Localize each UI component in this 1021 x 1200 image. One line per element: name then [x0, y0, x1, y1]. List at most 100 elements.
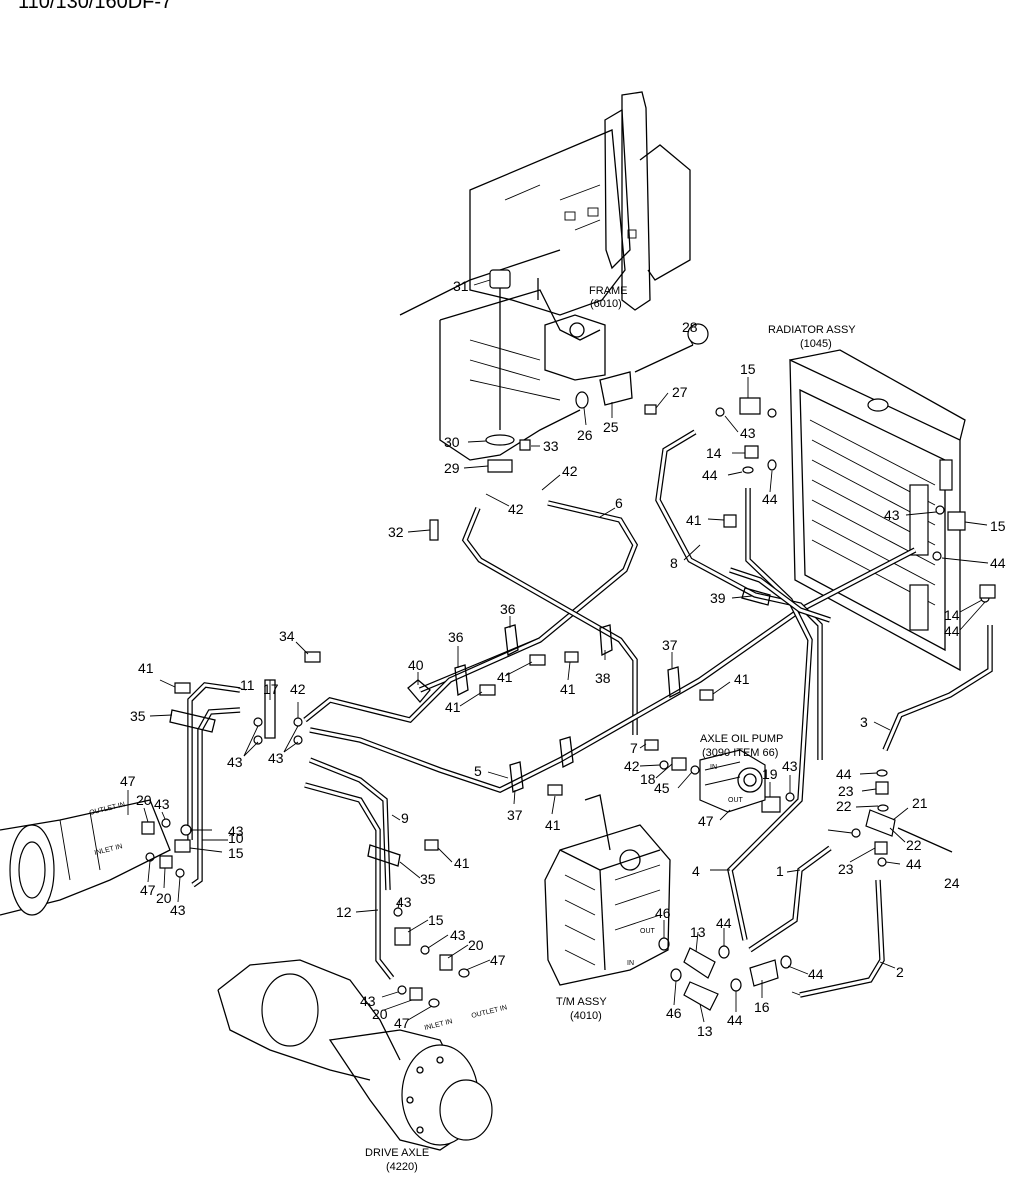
callout-41a: 41: [686, 512, 702, 528]
callout-24: 24: [944, 875, 960, 891]
left-inlet-label: INLET IN: [94, 843, 123, 857]
filler-assembly: [429, 269, 709, 541]
callout-43j: 43: [450, 927, 466, 943]
callout-31: 31: [453, 278, 469, 294]
callout-41b: 41: [497, 669, 513, 685]
callout-41g: 41: [545, 817, 561, 833]
callout-23b: 23: [838, 861, 854, 877]
callout-7: 7: [630, 740, 638, 756]
callout-13a: 13: [690, 924, 706, 940]
callout-47c: 47: [140, 882, 156, 898]
frame-label: FRAME: [589, 285, 628, 297]
callout-44b: 44: [762, 491, 778, 507]
callout-43c: 43: [227, 754, 243, 770]
drive-axle-drawing: [217, 959, 493, 1151]
callout-44d: 44: [944, 623, 960, 639]
callout-34: 34: [279, 628, 295, 644]
callout-15c: 15: [228, 845, 244, 861]
callout-20d: 20: [372, 1006, 388, 1022]
callout-41f: 41: [138, 660, 154, 676]
callout-22a: 22: [836, 798, 852, 814]
callout-11: 11: [240, 677, 255, 693]
callout-13b: 13: [697, 1023, 713, 1039]
callout-43h: 43: [170, 902, 186, 918]
callout-42c: 42: [290, 681, 306, 697]
callout-39: 39: [710, 590, 726, 606]
callout-43a: 43: [740, 425, 756, 441]
transmission-drawing: [544, 794, 671, 986]
frame-code: (6010): [590, 298, 622, 310]
callout-44f: 44: [906, 856, 922, 872]
drive-axle-code: (4220): [386, 1161, 418, 1173]
tm-code: (4010): [570, 1010, 602, 1022]
drive-axle-label: DRIVE AXLE: [365, 1147, 429, 1159]
radiator-code: (1045): [800, 338, 832, 350]
callout-16: 16: [754, 999, 770, 1015]
callout-36a: 36: [500, 601, 516, 617]
tm-label: T/M ASSY: [556, 996, 607, 1008]
callout-42a: 42: [562, 463, 578, 479]
callout-19: 19: [762, 766, 778, 782]
axle-pump-code: (3090 ITEM 66): [702, 747, 778, 759]
callout-20b: 20: [156, 890, 172, 906]
callout-44e: 44: [836, 766, 852, 782]
callout-15d: 15: [428, 912, 444, 928]
callout-2: 2: [896, 964, 904, 980]
callout-21: 21: [912, 795, 928, 811]
callout-43f: 43: [228, 823, 244, 839]
drive-inlet-label: INLET IN: [424, 1018, 453, 1032]
model-title: 110/130/160DF-7: [18, 0, 172, 13]
callout-35b: 35: [420, 871, 436, 887]
callout-15b: 15: [990, 518, 1006, 534]
callout-26: 26: [577, 427, 593, 443]
callout-1: 1: [776, 863, 784, 879]
callout-46b: 46: [666, 1005, 682, 1021]
callout-29: 29: [444, 460, 460, 476]
callout-9: 9: [401, 810, 409, 826]
callout-10: 10: [228, 830, 244, 846]
callout-42d: 42: [624, 758, 640, 774]
callout-38: 38: [595, 670, 611, 686]
callout-20a: 20: [136, 792, 152, 808]
callout-5: 5: [474, 763, 482, 779]
callout-43d: 43: [268, 750, 284, 766]
callout-numbers: 31 28 27 25 26 30 33 29 42 42 32 6 15 43…: [120, 278, 1006, 1039]
radiator-drawing: [789, 349, 966, 672]
callout-43i: 43: [396, 894, 412, 910]
callout-37a: 37: [662, 637, 678, 653]
callout-47d: 47: [490, 952, 506, 968]
callout-42b: 42: [508, 501, 524, 517]
callout-43e: 43: [782, 758, 798, 774]
callout-37b: 37: [507, 807, 523, 823]
left-axle-drawing: [0, 799, 171, 916]
tm-out-port: OUT: [640, 928, 656, 935]
callout-41d: 41: [445, 699, 461, 715]
callout-32: 32: [388, 524, 404, 540]
callout-47e: 47: [394, 1015, 410, 1031]
fittings: [141, 397, 996, 1011]
callout-41e: 41: [734, 671, 750, 687]
drive-outlet-label: OUTLET IN: [471, 1004, 508, 1020]
hose-lines: [187, 429, 993, 998]
callout-35a: 35: [130, 708, 146, 724]
callout-44a: 44: [702, 467, 718, 483]
axle-pump-in-port: IN: [710, 764, 717, 771]
callout-3: 3: [860, 714, 868, 730]
callout-43k: 43: [360, 993, 376, 1009]
callout-40: 40: [408, 657, 424, 673]
radiator-label: RADIATOR ASSY: [768, 324, 856, 336]
callout-23a: 23: [838, 783, 854, 799]
callout-44i: 44: [808, 966, 824, 982]
callout-17: 17: [263, 681, 279, 697]
callout-47a: 47: [698, 813, 714, 829]
callout-27: 27: [672, 384, 688, 400]
axle-pump-label: AXLE OIL PUMP: [700, 733, 783, 745]
callout-14b: 14: [944, 607, 960, 623]
axle-oil-pump-drawing: [699, 749, 766, 813]
callout-43b: 43: [884, 507, 900, 523]
clamps: [169, 587, 771, 867]
callout-22b: 22: [906, 837, 922, 853]
callout-14a: 14: [706, 445, 722, 461]
callout-33: 33: [543, 438, 559, 454]
